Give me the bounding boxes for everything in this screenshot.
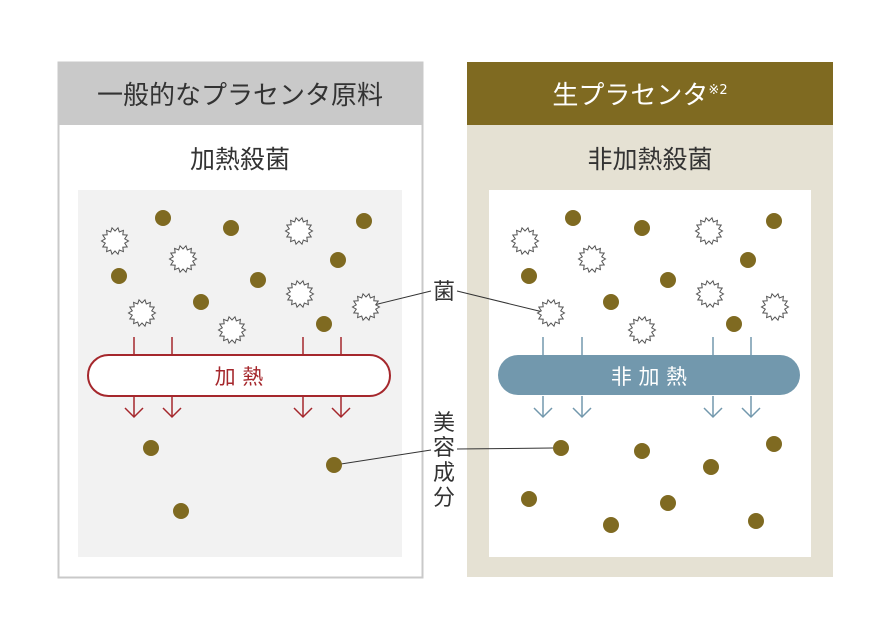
left-panel-header — [58, 62, 423, 125]
non-heat-bar-label: 非 加 熱 — [611, 365, 687, 389]
heat-bar — [87, 354, 391, 397]
arrow-down-icon — [703, 407, 723, 419]
bacteria-leader-line-left — [373, 290, 432, 306]
ingredient-dot — [634, 443, 650, 459]
bacteria-label: 菌 — [433, 280, 455, 305]
ingredient-label-char: 分 — [433, 486, 455, 511]
arrow-down-icon — [293, 407, 313, 419]
ingredient-label-char: 容 — [433, 436, 455, 461]
arrow-down-icon — [572, 407, 592, 419]
ingredient-dot — [748, 513, 764, 529]
non-heat-bar — [498, 355, 800, 395]
footnote-marker: ※2 — [708, 83, 727, 98]
ingredient-dot — [111, 268, 127, 284]
ingredient-dot — [660, 272, 676, 288]
bacteria-burst-icon — [168, 244, 198, 274]
ingredient-dot — [603, 294, 619, 310]
ingredient-dot — [660, 495, 676, 511]
bacteria-burst-icon — [536, 298, 566, 328]
ingredient-dot — [703, 459, 719, 475]
right-panel-title-text: 生プラセンタ — [552, 81, 708, 111]
ingredient-leader-line-left — [340, 449, 432, 465]
ingredient-dot — [155, 210, 171, 226]
bacteria-burst-icon — [284, 216, 314, 246]
ingredient-dot — [521, 491, 537, 507]
ingredient-dot — [330, 252, 346, 268]
ingredient-dot — [250, 272, 266, 288]
ingredient-dot — [603, 517, 619, 533]
bacteria-burst-icon — [285, 279, 315, 309]
arrow-down-icon — [124, 407, 144, 419]
arrow-down-icon — [741, 407, 761, 419]
bacteria-leader-line-right — [456, 290, 544, 313]
arrow-down-icon — [331, 407, 351, 419]
ingredient-dot — [565, 210, 581, 226]
ingredient-dot — [326, 457, 342, 473]
ingredient-dot — [634, 220, 650, 236]
left-panel-title: 一般的なプラセンタ原料 — [97, 81, 383, 111]
ingredient-dot — [143, 440, 159, 456]
ingredient-dot — [553, 440, 569, 456]
heat-bar-label: 加 熱 — [215, 365, 264, 389]
ingredient-dot — [356, 213, 372, 229]
bacteria-burst-icon — [695, 279, 725, 309]
left-method-label: 加熱殺菌 — [190, 145, 290, 174]
right-panel-header — [467, 62, 833, 125]
ingredient-label-char: 成 — [433, 461, 455, 486]
bacteria-burst-icon — [694, 216, 724, 246]
bacteria-burst-icon — [351, 292, 381, 322]
bacteria-burst-icon — [510, 226, 540, 256]
diagram-marks — [100, 210, 790, 533]
bacteria-burst-icon — [577, 244, 607, 274]
ingredient-leader-line-right — [456, 447, 554, 450]
ingredient-dot — [223, 220, 239, 236]
arrow-down-icon — [533, 407, 553, 419]
bacteria-burst-icon — [127, 298, 157, 328]
ingredient-dot — [173, 503, 189, 519]
ingredient-dot — [316, 316, 332, 332]
right-method-label: 非加熱殺菌 — [587, 145, 712, 174]
ingredient-dot — [193, 294, 209, 310]
ingredient-dot — [740, 252, 756, 268]
ingredient-dot — [766, 436, 782, 452]
bacteria-burst-icon — [100, 226, 130, 256]
ingredient-dot — [726, 316, 742, 332]
ingredient-dot — [766, 213, 782, 229]
bacteria-burst-icon — [217, 315, 247, 345]
right-panel-title: 生プラセンタ※2 — [552, 81, 727, 111]
ingredient-dot — [521, 268, 537, 284]
bacteria-burst-icon — [760, 292, 790, 322]
arrow-down-icon — [162, 407, 182, 419]
ingredient-label-char: 美 — [433, 411, 455, 436]
bacteria-burst-icon — [627, 315, 657, 345]
